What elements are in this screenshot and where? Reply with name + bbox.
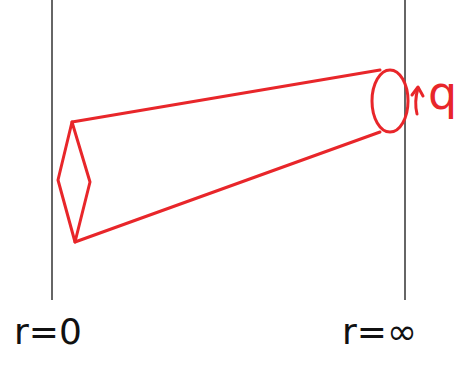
rotation-arrowhead bbox=[412, 87, 423, 96]
tube-edge bbox=[72, 70, 380, 122]
axis-label: r=∞ bbox=[342, 314, 417, 350]
boundary-line bbox=[404, 0, 406, 300]
boundary-line bbox=[51, 0, 53, 300]
axis-label: r=0 bbox=[14, 314, 82, 350]
tube-edge bbox=[75, 132, 380, 242]
charge-label: q bbox=[428, 70, 457, 116]
tube-end-circle bbox=[372, 70, 408, 132]
diamond-end bbox=[58, 122, 90, 242]
